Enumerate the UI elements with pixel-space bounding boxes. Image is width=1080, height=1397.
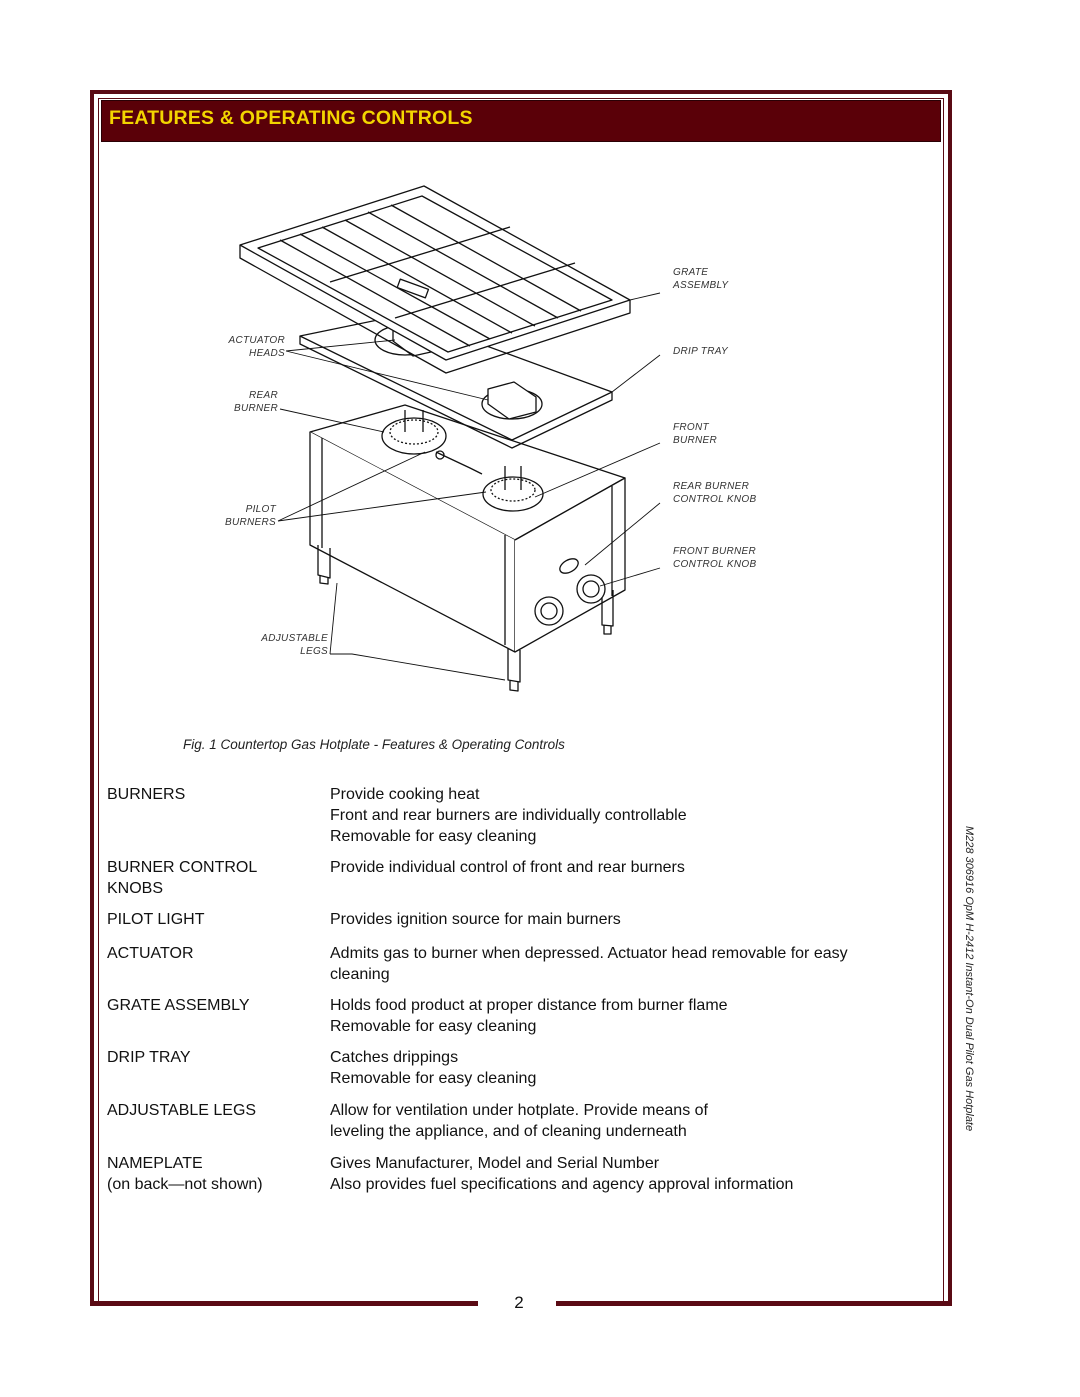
feature-term: ADJUSTABLE LEGS [107, 1102, 257, 1119]
section-title: FEATURES & OPERATING CONTROLS [109, 107, 473, 129]
feature-description: Provide individual control of front and … [330, 859, 685, 876]
footer-rule-right [556, 1301, 952, 1306]
section-header: FEATURES & OPERATING CONTROLS [101, 100, 941, 142]
figure-caption: Fig. 1 Countertop Gas Hotplate - Feature… [183, 737, 565, 752]
feature-description: Holds food product at proper distance fr… [330, 997, 728, 1035]
feature-description: Gives Manufacturer, Model and Serial Num… [330, 1155, 794, 1193]
feature-description: Allow for ventilation under hotplate. Pr… [330, 1102, 708, 1140]
feature-term: NAMEPLATE(on back—not shown) [107, 1155, 263, 1193]
feature-description: Admits gas to burner when depressed. Act… [330, 945, 848, 983]
callout-drip-tray: DRIP TRAY [673, 346, 728, 357]
feature-term: GRATE ASSEMBLY [107, 997, 250, 1014]
page-frame [90, 90, 952, 1305]
feature-term: PILOT LIGHT [107, 911, 205, 928]
feature-term: ACTUATOR [107, 945, 194, 962]
page-number: 2 [514, 1293, 524, 1312]
feature-description: Provides ignition source for main burner… [330, 911, 621, 928]
feature-term: BURNERS [107, 786, 186, 803]
feature-term: DRIP TRAY [107, 1049, 191, 1066]
hotplate-diagram [239, 185, 661, 692]
footer-rule-left [90, 1301, 478, 1306]
document-reference: M228 306916 OpM H-2412 Instant-On Dual P… [963, 826, 975, 1132]
